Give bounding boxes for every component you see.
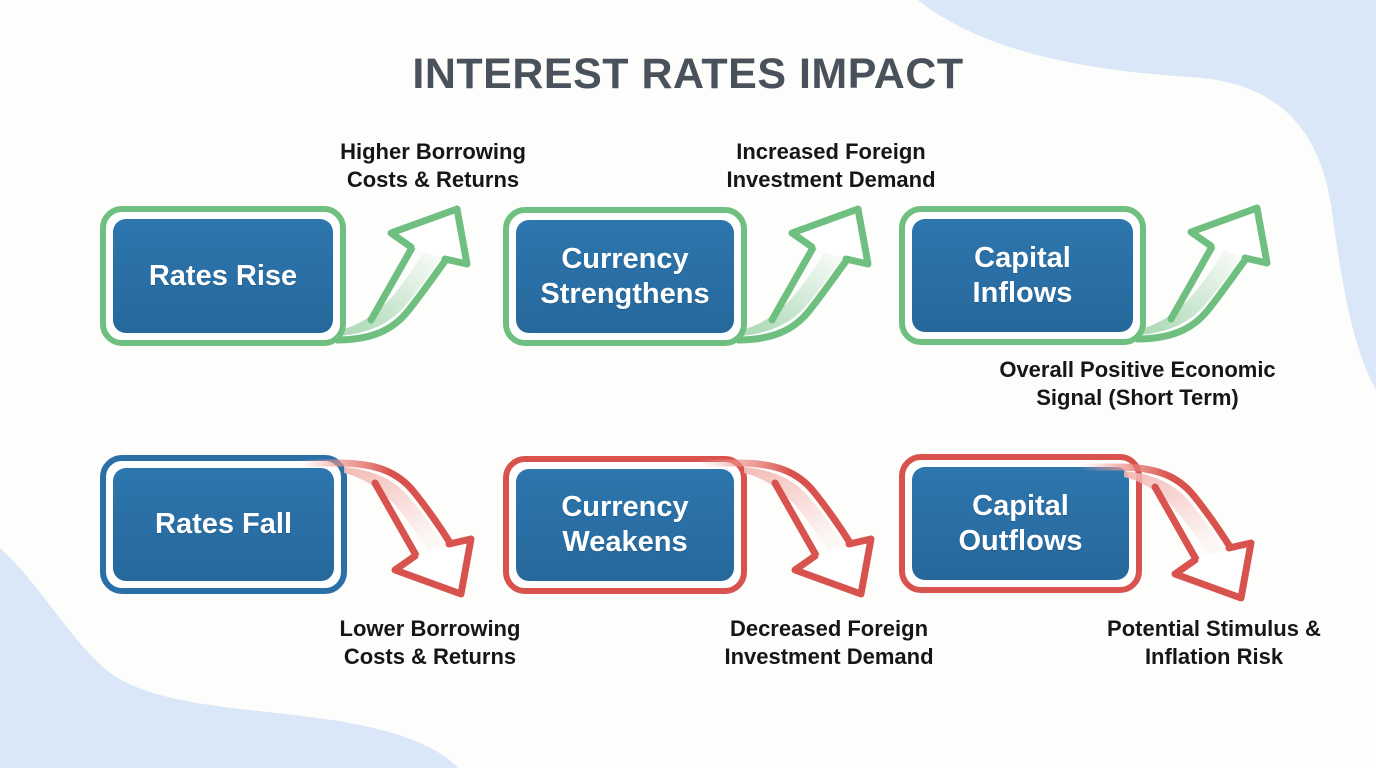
flow-box-currency-strengthens: Currency Strengthens: [503, 207, 747, 346]
box-label: Rates Fall: [155, 508, 292, 540]
arrow-label-potential-stimulus: Potential Stimulus & Inflation Risk: [1107, 616, 1321, 669]
arrow-label-decreased-foreign: Decreased Foreign Investment Demand: [724, 616, 934, 669]
box-label-line2: Inflows: [972, 276, 1073, 309]
box-label: Capital: [974, 241, 1071, 274]
flow-box-capital-outflows: Capital Outflows: [899, 454, 1142, 593]
blob-bottom-left: [0, 548, 458, 768]
down-arrow-icon: [1080, 457, 1270, 607]
box-label-line2: Strengthens: [540, 277, 710, 310]
up-arrow-icon: [1136, 196, 1286, 356]
arrow-label-overall-positive: Overall Positive Economic Signal (Short …: [999, 357, 1276, 410]
arrow-label-lower-borrowing: Lower Borrowing Costs & Returns: [339, 616, 521, 669]
box-label: Capital: [972, 489, 1069, 522]
page-title: INTEREST RATES IMPACT: [412, 50, 964, 98]
down-arrow-icon: [700, 453, 890, 603]
arrow-label-increased-foreign: Increased Foreign Investment Demand: [726, 139, 936, 192]
blob-top-right: [918, 0, 1376, 390]
flow-box-capital-inflows: Capital Inflows: [899, 206, 1146, 345]
flow-box-rates-fall: Rates Fall: [100, 455, 347, 594]
arrow-label-higher-borrowing: Higher Borrowing Costs & Returns: [340, 139, 526, 192]
box-label: Currency: [561, 491, 689, 523]
box-label: Currency: [561, 242, 689, 275]
down-arrow-icon: [300, 453, 490, 603]
flow-box-currency-weakens: Currency Weakens: [503, 456, 747, 594]
up-arrow-icon: [336, 197, 486, 357]
box-label-line2: Weakens: [562, 526, 688, 558]
up-arrow-icon: [737, 197, 887, 357]
flow-box-rates-rise: Rates Rise: [100, 206, 346, 346]
box-label: Rates Rise: [148, 259, 298, 292]
box-label-line2: Outflows: [958, 524, 1083, 557]
